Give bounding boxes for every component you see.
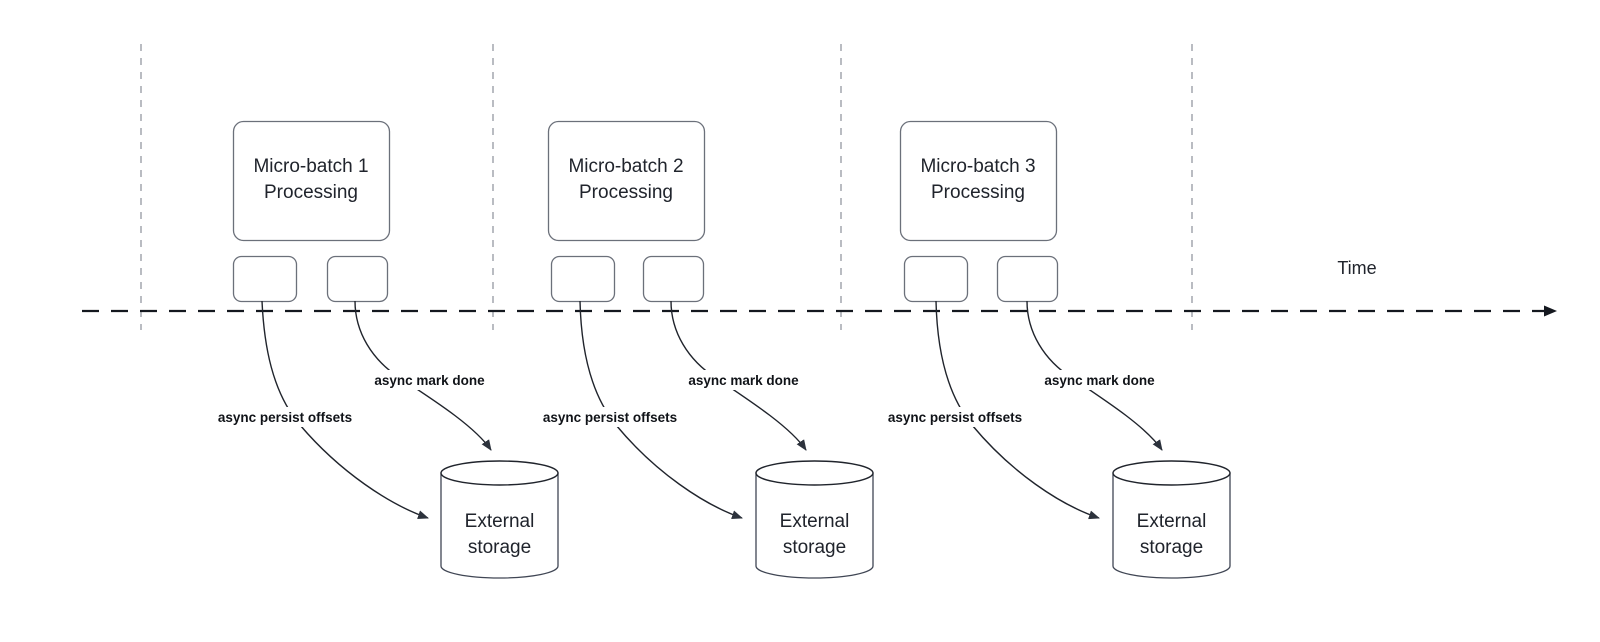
microbatch-2-cylinder-top (755, 460, 874, 486)
microbatch-1-task-b[interactable] (326, 255, 389, 303)
group-3: Micro-batch 3 Processing async mark done… (866, 120, 1231, 579)
microbatch-3-task-b[interactable] (996, 255, 1059, 303)
microbatch-2-persist-label-bg (521, 407, 699, 427)
microbatch-2-cylinder-body (755, 472, 874, 579)
microbatch-3-persist-label-bg (866, 407, 1044, 427)
microbatch-3-storage-title: External (1137, 511, 1207, 532)
group-2: Micro-batch 2 Processing async mark done… (521, 120, 874, 579)
timeline-tick-group (140, 44, 1193, 330)
microbatch-3-cylinder-body (1112, 472, 1231, 579)
microbatch-3-cylinder-top (1112, 460, 1231, 486)
microbatch-1-mark-done-label: async mark done (374, 373, 485, 388)
microbatch-2-mark-done-label-bg (672, 370, 815, 390)
microbatch-1-task-b-rect (326, 255, 389, 303)
microbatch-2-mark-done-label: async mark done (688, 373, 799, 388)
microbatch-2-storage-title: External (780, 511, 850, 532)
microbatch-3-task-a[interactable] (903, 255, 969, 303)
microbatch-3-mark-done-label-bg (1028, 370, 1171, 390)
microbatch-3-subtitle: Processing (931, 182, 1025, 203)
microbatch-1-task-a[interactable] (232, 255, 298, 303)
group-1: Micro-batch 1 Processing async mark done… (196, 120, 559, 579)
microbatch-2-task-a[interactable] (550, 255, 616, 303)
microbatch-2-task-b-rect (642, 255, 705, 303)
microbatch-2-task-b[interactable] (642, 255, 705, 303)
microbatch-1-cylinder-top (440, 460, 559, 486)
microbatch-1-title: Micro-batch 1 (253, 156, 368, 177)
microbatch-3-box-rect (899, 120, 1058, 242)
microbatch-2-task-a-rect (550, 255, 616, 303)
microbatch-1-cylinder-body (440, 472, 559, 579)
microbatch-2-external-storage[interactable]: External storage (755, 460, 874, 579)
microbatch-1-storage-subtitle: storage (468, 537, 531, 558)
microbatch-1-process-box[interactable]: Micro-batch 1 Processing (232, 120, 391, 242)
microbatch-1-box-rect (232, 120, 391, 242)
microbatch-2-process-box[interactable]: Micro-batch 2 Processing (547, 120, 706, 242)
microbatch-2-subtitle: Processing (579, 182, 673, 203)
microbatch-1-task-a-rect (232, 255, 298, 303)
microbatch-1-persist-label-bg (196, 407, 374, 427)
microbatch-1-mark-done-label-bg (358, 370, 501, 390)
microbatch-3-task-a-rect (903, 255, 969, 303)
time-axis: Time (82, 258, 1557, 317)
microbatch-1-storage-title: External (465, 511, 535, 532)
microbatch-3-process-box[interactable]: Micro-batch 3 Processing (899, 120, 1058, 242)
time-axis-label: Time (1337, 258, 1376, 278)
microbatch-1-subtitle: Processing (264, 182, 358, 203)
microbatch-3-storage-subtitle: storage (1140, 537, 1203, 558)
microbatch-3-persist-label: async persist offsets (888, 410, 1022, 425)
microbatch-2-persist-label: async persist offsets (543, 410, 677, 425)
microbatch-1-persist-label: async persist offsets (218, 410, 352, 425)
microbatch-3-external-storage[interactable]: External storage (1112, 460, 1231, 579)
microbatch-3-mark-done-label: async mark done (1044, 373, 1155, 388)
microbatch-2-box-rect (547, 120, 706, 242)
microbatch-2-title: Micro-batch 2 (568, 156, 683, 177)
microbatch-3-title: Micro-batch 3 (920, 156, 1035, 177)
microbatch-2-storage-subtitle: storage (783, 537, 846, 558)
microbatch-3-task-b-rect (996, 255, 1059, 303)
microbatch-1-external-storage[interactable]: External storage (440, 460, 559, 579)
